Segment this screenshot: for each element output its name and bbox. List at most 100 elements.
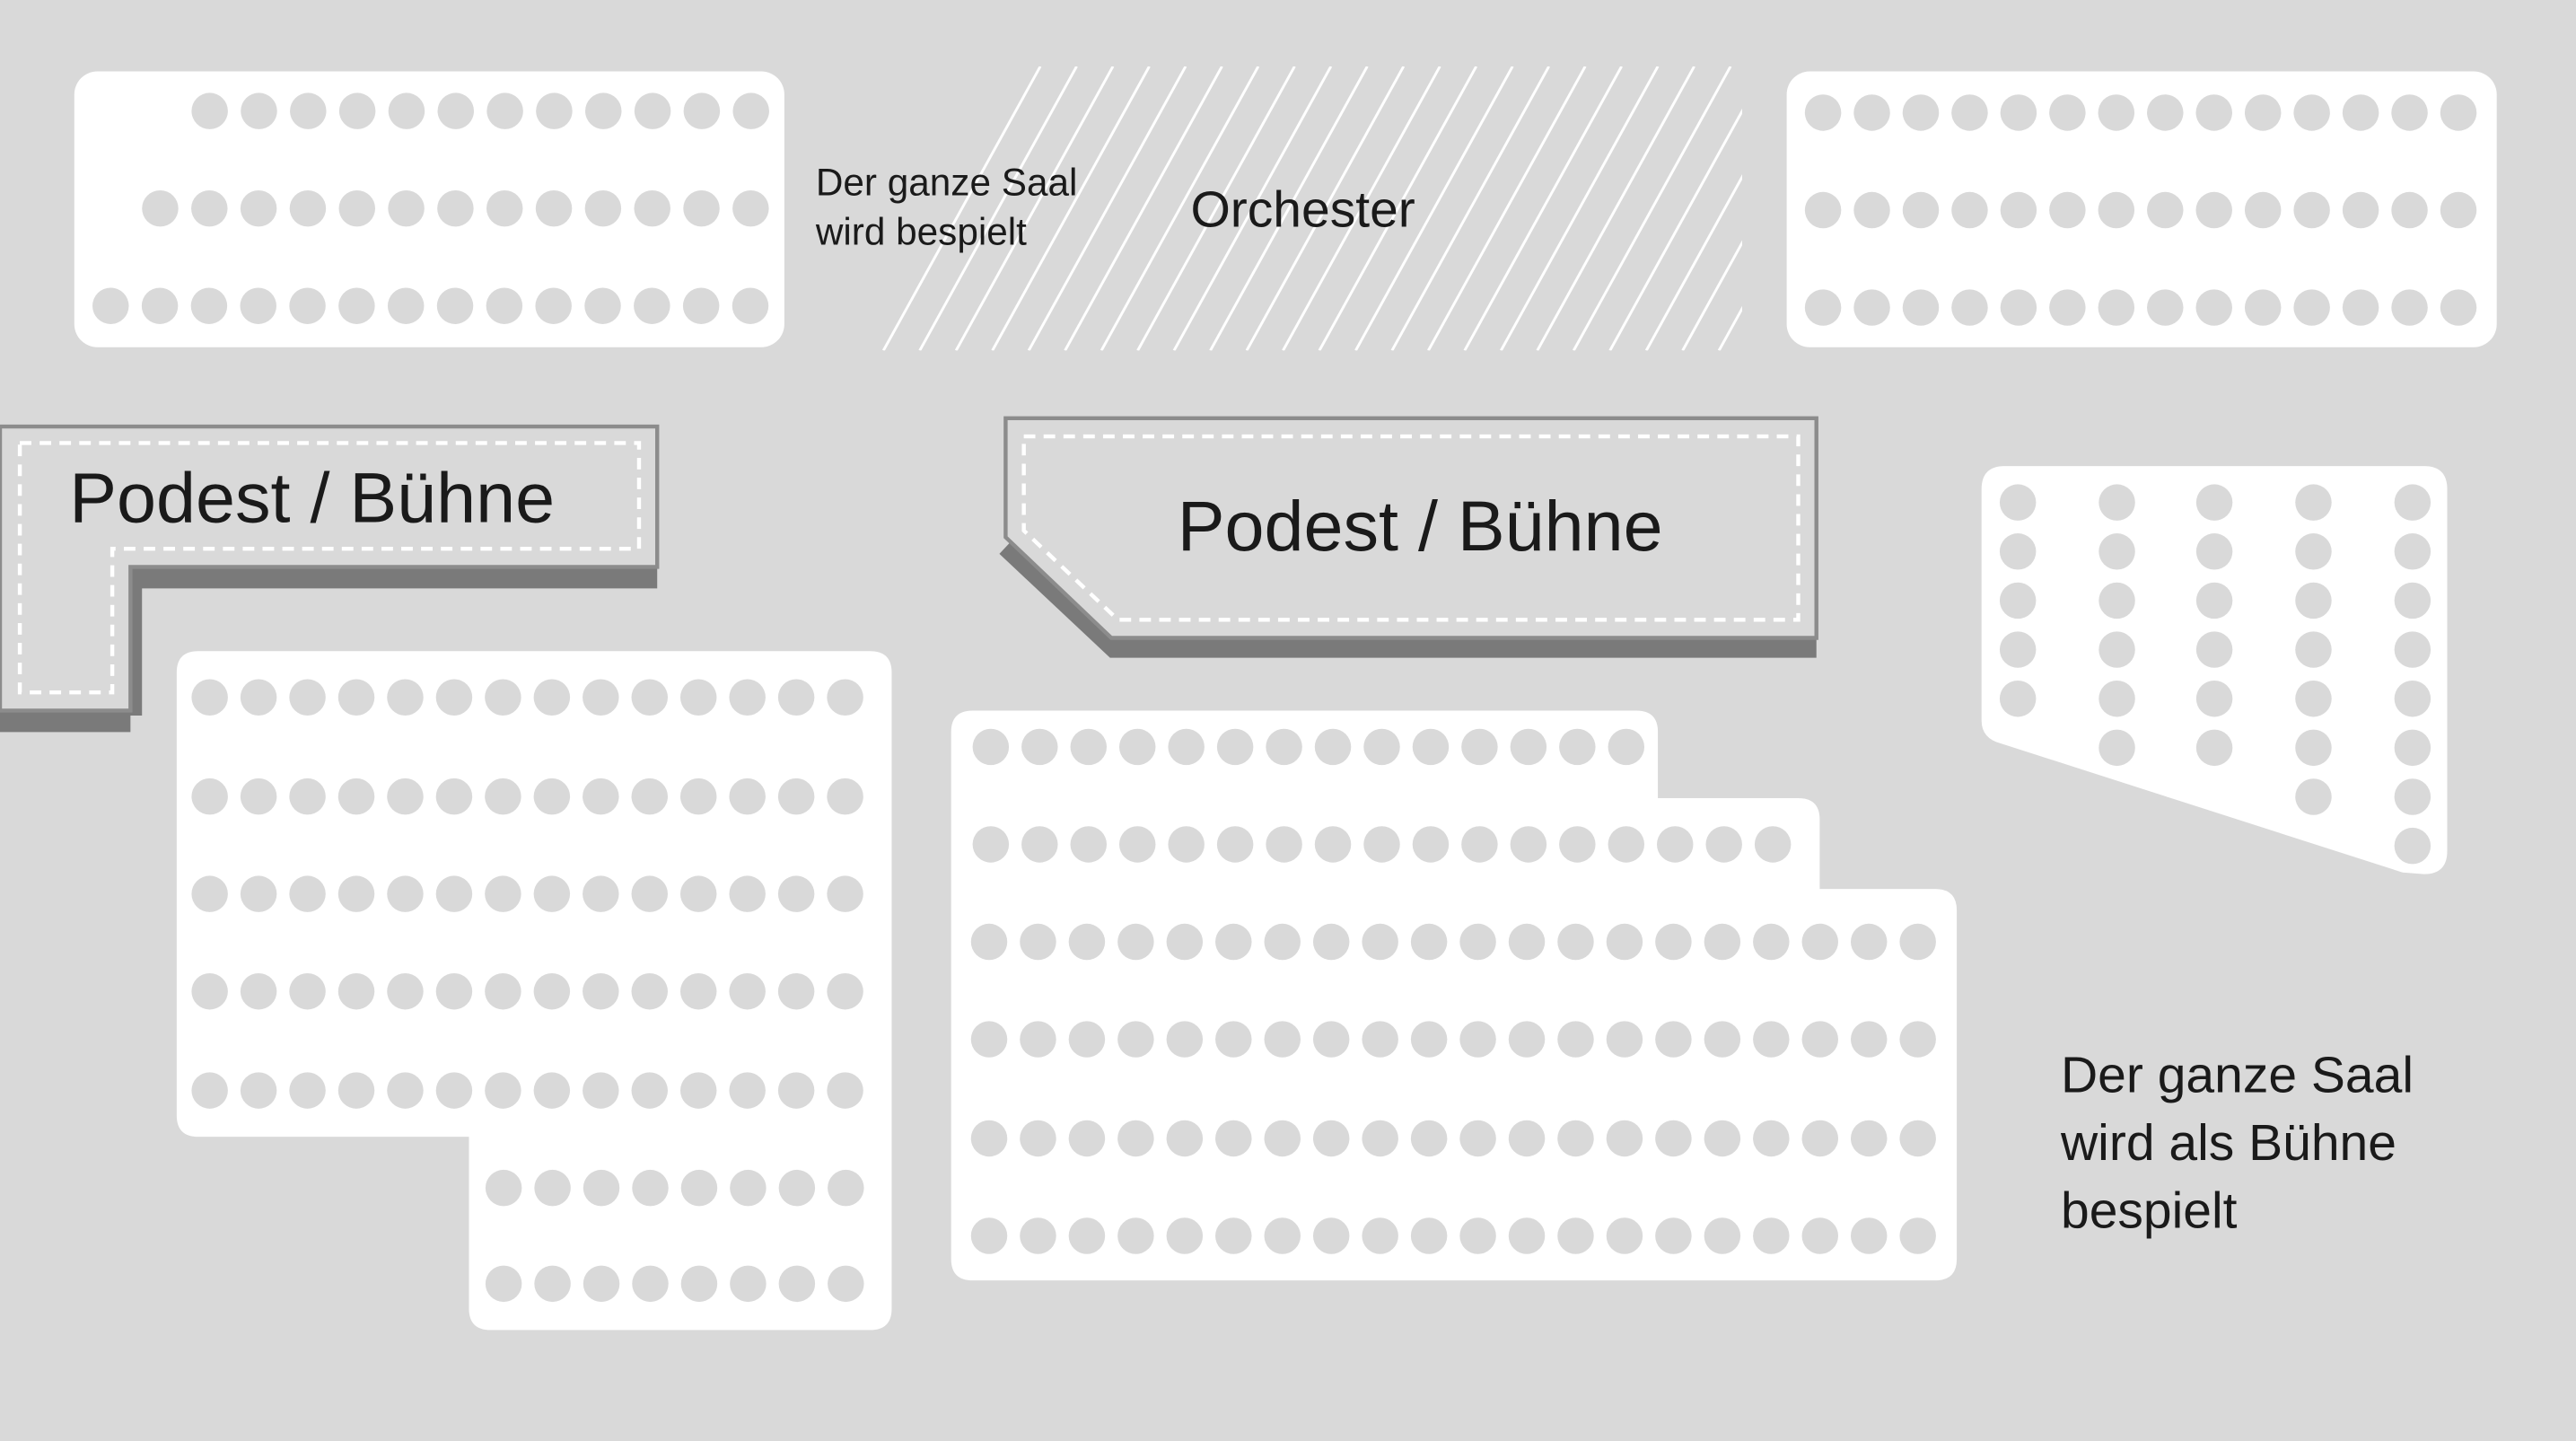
seat (486, 189, 523, 227)
seat (631, 875, 668, 912)
seat (1508, 1217, 1546, 1254)
hatch-line (1390, 66, 1550, 351)
seat (2195, 729, 2233, 767)
hatch-line (1318, 66, 1478, 351)
seat (1656, 826, 1694, 863)
seat (1753, 923, 1790, 961)
seat (533, 679, 571, 716)
seat (289, 189, 327, 227)
seat (729, 875, 766, 912)
seat (729, 679, 766, 716)
seat (1704, 1021, 1741, 1058)
seat (2244, 94, 2282, 131)
seat (1559, 728, 1596, 766)
seat (1117, 1217, 1154, 1254)
seat (1363, 728, 1400, 766)
seat (1266, 728, 1302, 766)
hatch-line (954, 66, 1115, 351)
seat (583, 972, 619, 1010)
seat (2394, 533, 2431, 570)
seat (289, 778, 326, 815)
hatch-line (1500, 66, 1660, 351)
seat (1068, 1021, 1106, 1058)
stage-left-platform (0, 424, 660, 713)
seat (1068, 1217, 1106, 1254)
seat (584, 287, 621, 324)
seat (2394, 582, 2431, 619)
seat (191, 1072, 228, 1109)
seat (1410, 923, 1448, 961)
orchestra-note-line-2: wird bespielt (815, 211, 1027, 253)
seat (2440, 289, 2477, 326)
seat (631, 778, 668, 815)
seat (2440, 94, 2477, 131)
seat (732, 92, 769, 129)
seat (1655, 1021, 1692, 1058)
seat (1410, 1120, 1448, 1157)
seat (2293, 191, 2330, 229)
seat (1461, 728, 1498, 766)
hatch-line (1536, 66, 1695, 351)
hatch-line (1172, 66, 1333, 351)
seat (1362, 1217, 1398, 1254)
seat (191, 875, 228, 912)
seat (583, 1265, 620, 1303)
seat (1068, 923, 1106, 961)
seat (241, 92, 277, 129)
seat (191, 92, 228, 129)
seat (1166, 1120, 1204, 1157)
seat (1853, 289, 1890, 326)
seat (1899, 1120, 1936, 1157)
seat (1655, 1120, 1692, 1157)
hatch-line (1463, 66, 1623, 351)
seat (533, 972, 571, 1010)
seat (1216, 728, 1254, 766)
seat-block-top-left (74, 71, 784, 347)
seat (2195, 94, 2232, 131)
seat (2394, 631, 2431, 668)
seat (2391, 191, 2428, 229)
seat (2098, 729, 2135, 767)
seat (1853, 191, 1890, 229)
stage-center-label: Podest / Bühne (1178, 486, 1663, 566)
seat (1264, 923, 1301, 961)
seat (1801, 1120, 1839, 1157)
seat (533, 1072, 571, 1109)
seat (1459, 1120, 1496, 1157)
hatch-line (1572, 66, 1732, 351)
seat (1117, 1120, 1154, 1157)
seat (1412, 826, 1450, 863)
seat (634, 189, 670, 227)
seat (141, 287, 179, 324)
seat (679, 778, 717, 815)
seat (1020, 1021, 1056, 1058)
seat (1362, 1120, 1398, 1157)
seat (1999, 582, 2037, 619)
seat (2000, 191, 2037, 229)
seat (337, 875, 375, 912)
seat (2147, 94, 2184, 131)
seat (2098, 191, 2135, 229)
seat (1216, 826, 1254, 863)
seat (2147, 191, 2184, 229)
seat (1655, 923, 1692, 961)
hatch-line (991, 66, 1151, 351)
seat (1510, 728, 1547, 766)
stage-note: Der ganze Saal wird als Bühne bespielt (2060, 1046, 2428, 1239)
seat (142, 189, 179, 227)
seat (191, 972, 228, 1010)
seat (289, 679, 326, 716)
seat (2195, 484, 2233, 521)
seat (2295, 680, 2332, 717)
seat (485, 1265, 522, 1303)
seat (1951, 94, 1988, 131)
hatch-line (1608, 108, 1742, 351)
seat (191, 679, 228, 716)
seat (240, 679, 277, 716)
seats (92, 92, 2477, 1303)
seat (679, 1072, 717, 1109)
seat (777, 1072, 815, 1109)
seat (1655, 1217, 1692, 1254)
seat (679, 679, 717, 716)
seat (777, 972, 815, 1010)
